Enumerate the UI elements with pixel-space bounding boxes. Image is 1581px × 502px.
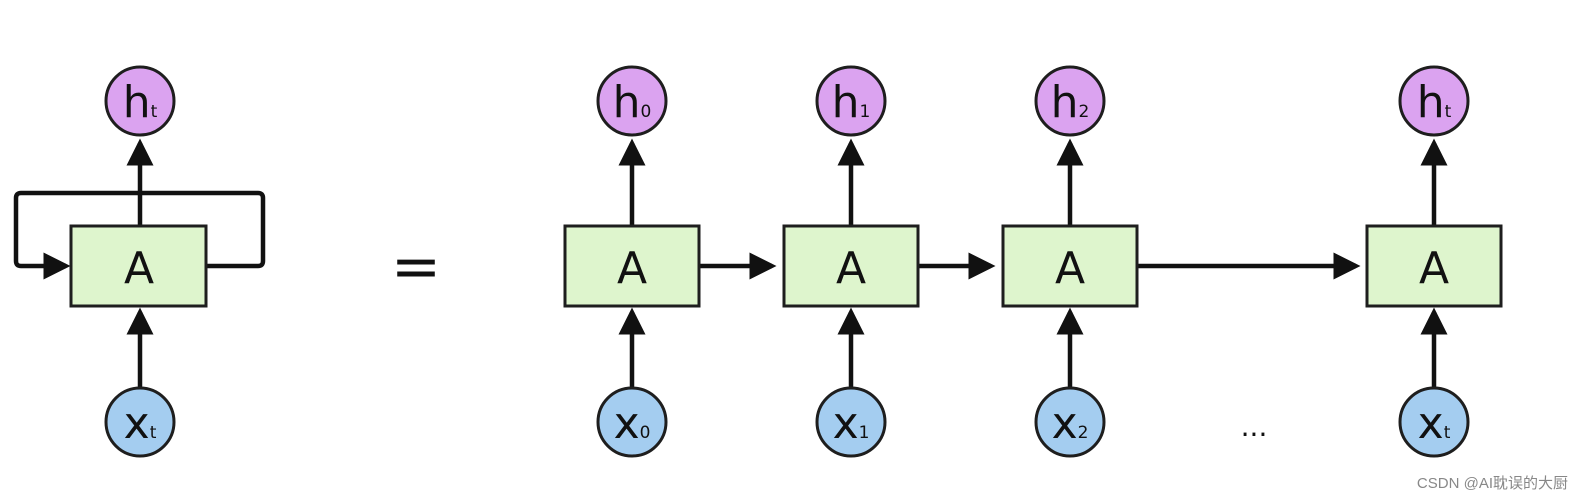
ellipsis: ... bbox=[1241, 410, 1268, 443]
step-0-input-main: x bbox=[614, 398, 640, 449]
folded-rnn: A ht xt bbox=[13, 65, 266, 458]
step-t-input-node bbox=[1398, 386, 1470, 458]
step-1-output-node bbox=[815, 65, 887, 137]
step-2-output-main: h bbox=[1051, 77, 1079, 128]
folded-input-main: x bbox=[124, 398, 150, 449]
step-t-input-sub: t bbox=[1444, 423, 1451, 443]
step-t-cell-label: A bbox=[1419, 243, 1449, 294]
step-t-output-label: ht bbox=[1417, 77, 1452, 128]
step-t-input-main: x bbox=[1418, 398, 1444, 449]
step-1-output-label: h1 bbox=[832, 77, 871, 128]
step-0-output-sub: 0 bbox=[641, 102, 652, 122]
watermark-text: CSDN @AI耽误的大厨 bbox=[1417, 475, 1568, 492]
folded-input-node bbox=[104, 386, 176, 458]
folded-output-node bbox=[104, 65, 176, 137]
unrolled-step-0: A h0 x0 bbox=[563, 65, 701, 458]
step-0-input-sub: 0 bbox=[640, 423, 651, 443]
folded-output-sub: t bbox=[151, 102, 158, 122]
folded-cell-box bbox=[69, 224, 208, 308]
folded-output-label: ht bbox=[123, 77, 158, 128]
unrolled-step-1: A h1 x1 bbox=[782, 65, 920, 458]
equals-sign: = bbox=[391, 232, 441, 302]
step-t-output-sub: t bbox=[1445, 102, 1452, 122]
step-0-cell-label: A bbox=[617, 243, 647, 294]
step-1-output-main: h bbox=[832, 77, 860, 128]
step-2-output-label: h2 bbox=[1051, 77, 1090, 128]
step-1-input-label: x1 bbox=[833, 398, 870, 449]
step-1-cell-box bbox=[782, 224, 920, 308]
step-2-input-sub: 2 bbox=[1078, 423, 1089, 443]
step-2-cell-box bbox=[1001, 224, 1139, 308]
step-0-output-node bbox=[596, 65, 668, 137]
step-2-input-node bbox=[1034, 386, 1106, 458]
step-1-input-node bbox=[815, 386, 887, 458]
step-0-output-label: h0 bbox=[613, 77, 652, 128]
step-2-output-sub: 2 bbox=[1079, 102, 1090, 122]
step-t-output-node bbox=[1398, 65, 1470, 137]
step-2-output-node bbox=[1034, 65, 1106, 137]
step-0-cell-box bbox=[563, 224, 701, 308]
unrolled-step-t: A ht xt bbox=[1365, 65, 1503, 458]
step-0-output-main: h bbox=[613, 77, 641, 128]
folded-cell-label: A bbox=[124, 243, 154, 294]
folded-input-label: xt bbox=[124, 398, 157, 449]
step-t-input-label: xt bbox=[1418, 398, 1451, 449]
step-0-input-node bbox=[596, 386, 668, 458]
unrolled-step-2: A h2 x2 bbox=[1001, 65, 1139, 458]
folded-input-sub: t bbox=[150, 423, 157, 443]
unrolled-rnn: A h0 x0 A h1 x1 bbox=[563, 65, 1503, 458]
step-t-cell-box bbox=[1365, 224, 1503, 308]
step-1-output-sub: 1 bbox=[860, 102, 871, 122]
step-2-input-main: x bbox=[1052, 398, 1078, 449]
step-1-cell-label: A bbox=[836, 243, 866, 294]
step-2-cell-label: A bbox=[1055, 243, 1085, 294]
step-1-input-main: x bbox=[833, 398, 859, 449]
step-0-input-label: x0 bbox=[614, 398, 651, 449]
step-1-input-sub: 1 bbox=[859, 423, 870, 443]
step-t-output-main: h bbox=[1417, 77, 1445, 128]
step-2-input-label: x2 bbox=[1052, 398, 1089, 449]
folded-output-main: h bbox=[123, 77, 151, 128]
